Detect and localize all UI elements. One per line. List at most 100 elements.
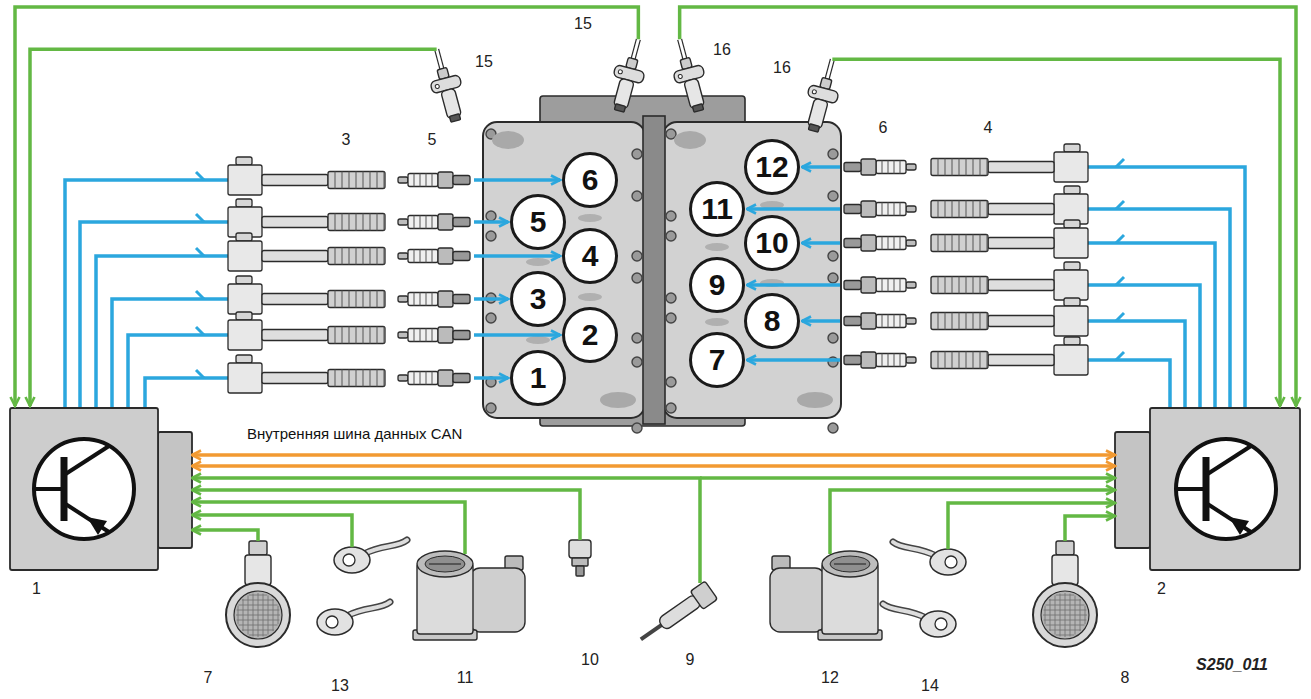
cylinder-circle: 3 — [510, 271, 566, 327]
rib-line — [938, 201, 939, 218]
can-bus-line — [192, 464, 1115, 468]
rib-line — [888, 161, 889, 174]
callout-number: 15 — [475, 53, 493, 70]
coil-tab — [1064, 186, 1080, 194]
head-bolt — [632, 333, 642, 343]
rib-line — [414, 329, 415, 342]
rib-line — [370, 370, 371, 387]
rib-line — [987, 352, 988, 369]
sensor-cable — [883, 604, 926, 618]
ignition-wire — [1088, 360, 1170, 408]
ignition-coil — [931, 220, 1088, 258]
rib-line — [377, 327, 378, 344]
throttle-plate — [834, 563, 866, 565]
coil-head — [1054, 306, 1088, 336]
throttle-body — [770, 551, 882, 640]
coil-tab — [1064, 337, 1080, 345]
ignition-coil — [931, 186, 1088, 224]
rib-line — [370, 172, 371, 189]
rib-line — [894, 161, 895, 174]
rib-line — [888, 279, 889, 292]
can-bus-line — [192, 453, 1115, 457]
ignition-wire — [65, 180, 228, 408]
rib-line — [938, 159, 939, 176]
meter-bore — [234, 591, 282, 639]
rib-line — [973, 313, 974, 330]
ignition-coil — [228, 312, 385, 350]
cylinder-number: 11 — [701, 194, 733, 224]
plug-thread — [844, 163, 861, 172]
plug-leader — [474, 178, 560, 182]
rib-line — [987, 277, 988, 294]
coil-tube — [262, 294, 328, 305]
plug-thread — [453, 176, 470, 185]
plug-leader — [747, 207, 840, 211]
rib-line — [900, 279, 901, 292]
sensor-wire — [192, 530, 258, 541]
temp-hex — [572, 558, 588, 566]
meter-mesh — [278, 606, 279, 624]
figure-code: S250_011 — [1196, 656, 1268, 673]
callout-number: 14 — [921, 677, 939, 694]
sensor-cable — [347, 602, 390, 616]
plug-leader — [802, 319, 840, 323]
rib-line — [900, 315, 901, 328]
rib-line — [894, 237, 895, 250]
transistor-base — [1176, 487, 1206, 491]
rib-line — [426, 216, 427, 229]
ignition-coil — [228, 199, 385, 237]
throttle-inlet — [417, 551, 473, 577]
knock-sensor — [883, 604, 956, 637]
coil-boot — [328, 291, 385, 308]
rib-line — [952, 277, 953, 294]
meter-plug — [1056, 541, 1074, 555]
plug-hex — [438, 214, 453, 230]
callout-number: 4 — [984, 119, 993, 136]
coil-head — [1054, 228, 1088, 258]
plug-leader — [474, 376, 508, 380]
rib-line — [888, 237, 889, 250]
knock-body — [317, 609, 353, 635]
ignition-wire — [80, 222, 228, 408]
signal-tick — [1116, 277, 1124, 285]
rib-line — [888, 354, 889, 367]
ignition-coil — [228, 157, 385, 195]
unit-number: 2 — [1157, 580, 1166, 598]
meter-mesh — [1045, 625, 1084, 626]
rib-line — [414, 216, 415, 229]
coolant-port — [526, 336, 550, 344]
head-bolt — [632, 273, 642, 283]
ignition-wire — [112, 299, 228, 408]
label-anchor: 13 — [331, 677, 349, 695]
rib-line — [363, 291, 364, 308]
head-casting — [797, 392, 833, 408]
cylinder-circle: 4 — [562, 228, 618, 284]
rib-line — [384, 172, 385, 189]
cylinder-number: 8 — [764, 306, 781, 336]
plug-insulator — [408, 216, 438, 229]
rib-line — [980, 201, 981, 218]
rib-line — [432, 293, 433, 306]
rib-line — [900, 237, 901, 250]
rib-line — [356, 370, 357, 387]
rib-line — [987, 313, 988, 330]
coil-boot — [328, 172, 385, 189]
unit-housing — [1150, 408, 1300, 570]
hall-sensor — [665, 35, 713, 114]
plug-insulator — [876, 354, 906, 367]
rib-line — [426, 250, 427, 263]
head-bolt — [632, 357, 642, 367]
meter-mesh — [1075, 595, 1076, 634]
cylinder-number: 4 — [582, 241, 599, 271]
plug-terminal — [398, 296, 408, 302]
throttle-actuator — [770, 568, 825, 632]
coil-tube — [262, 217, 328, 228]
spark-plug — [398, 370, 470, 386]
rib-line — [894, 315, 895, 328]
callout-number: 15 — [574, 15, 592, 32]
rib-line — [945, 201, 946, 218]
rib-line — [370, 214, 371, 231]
spark-plug — [844, 235, 916, 251]
plug-terminal — [906, 206, 916, 212]
